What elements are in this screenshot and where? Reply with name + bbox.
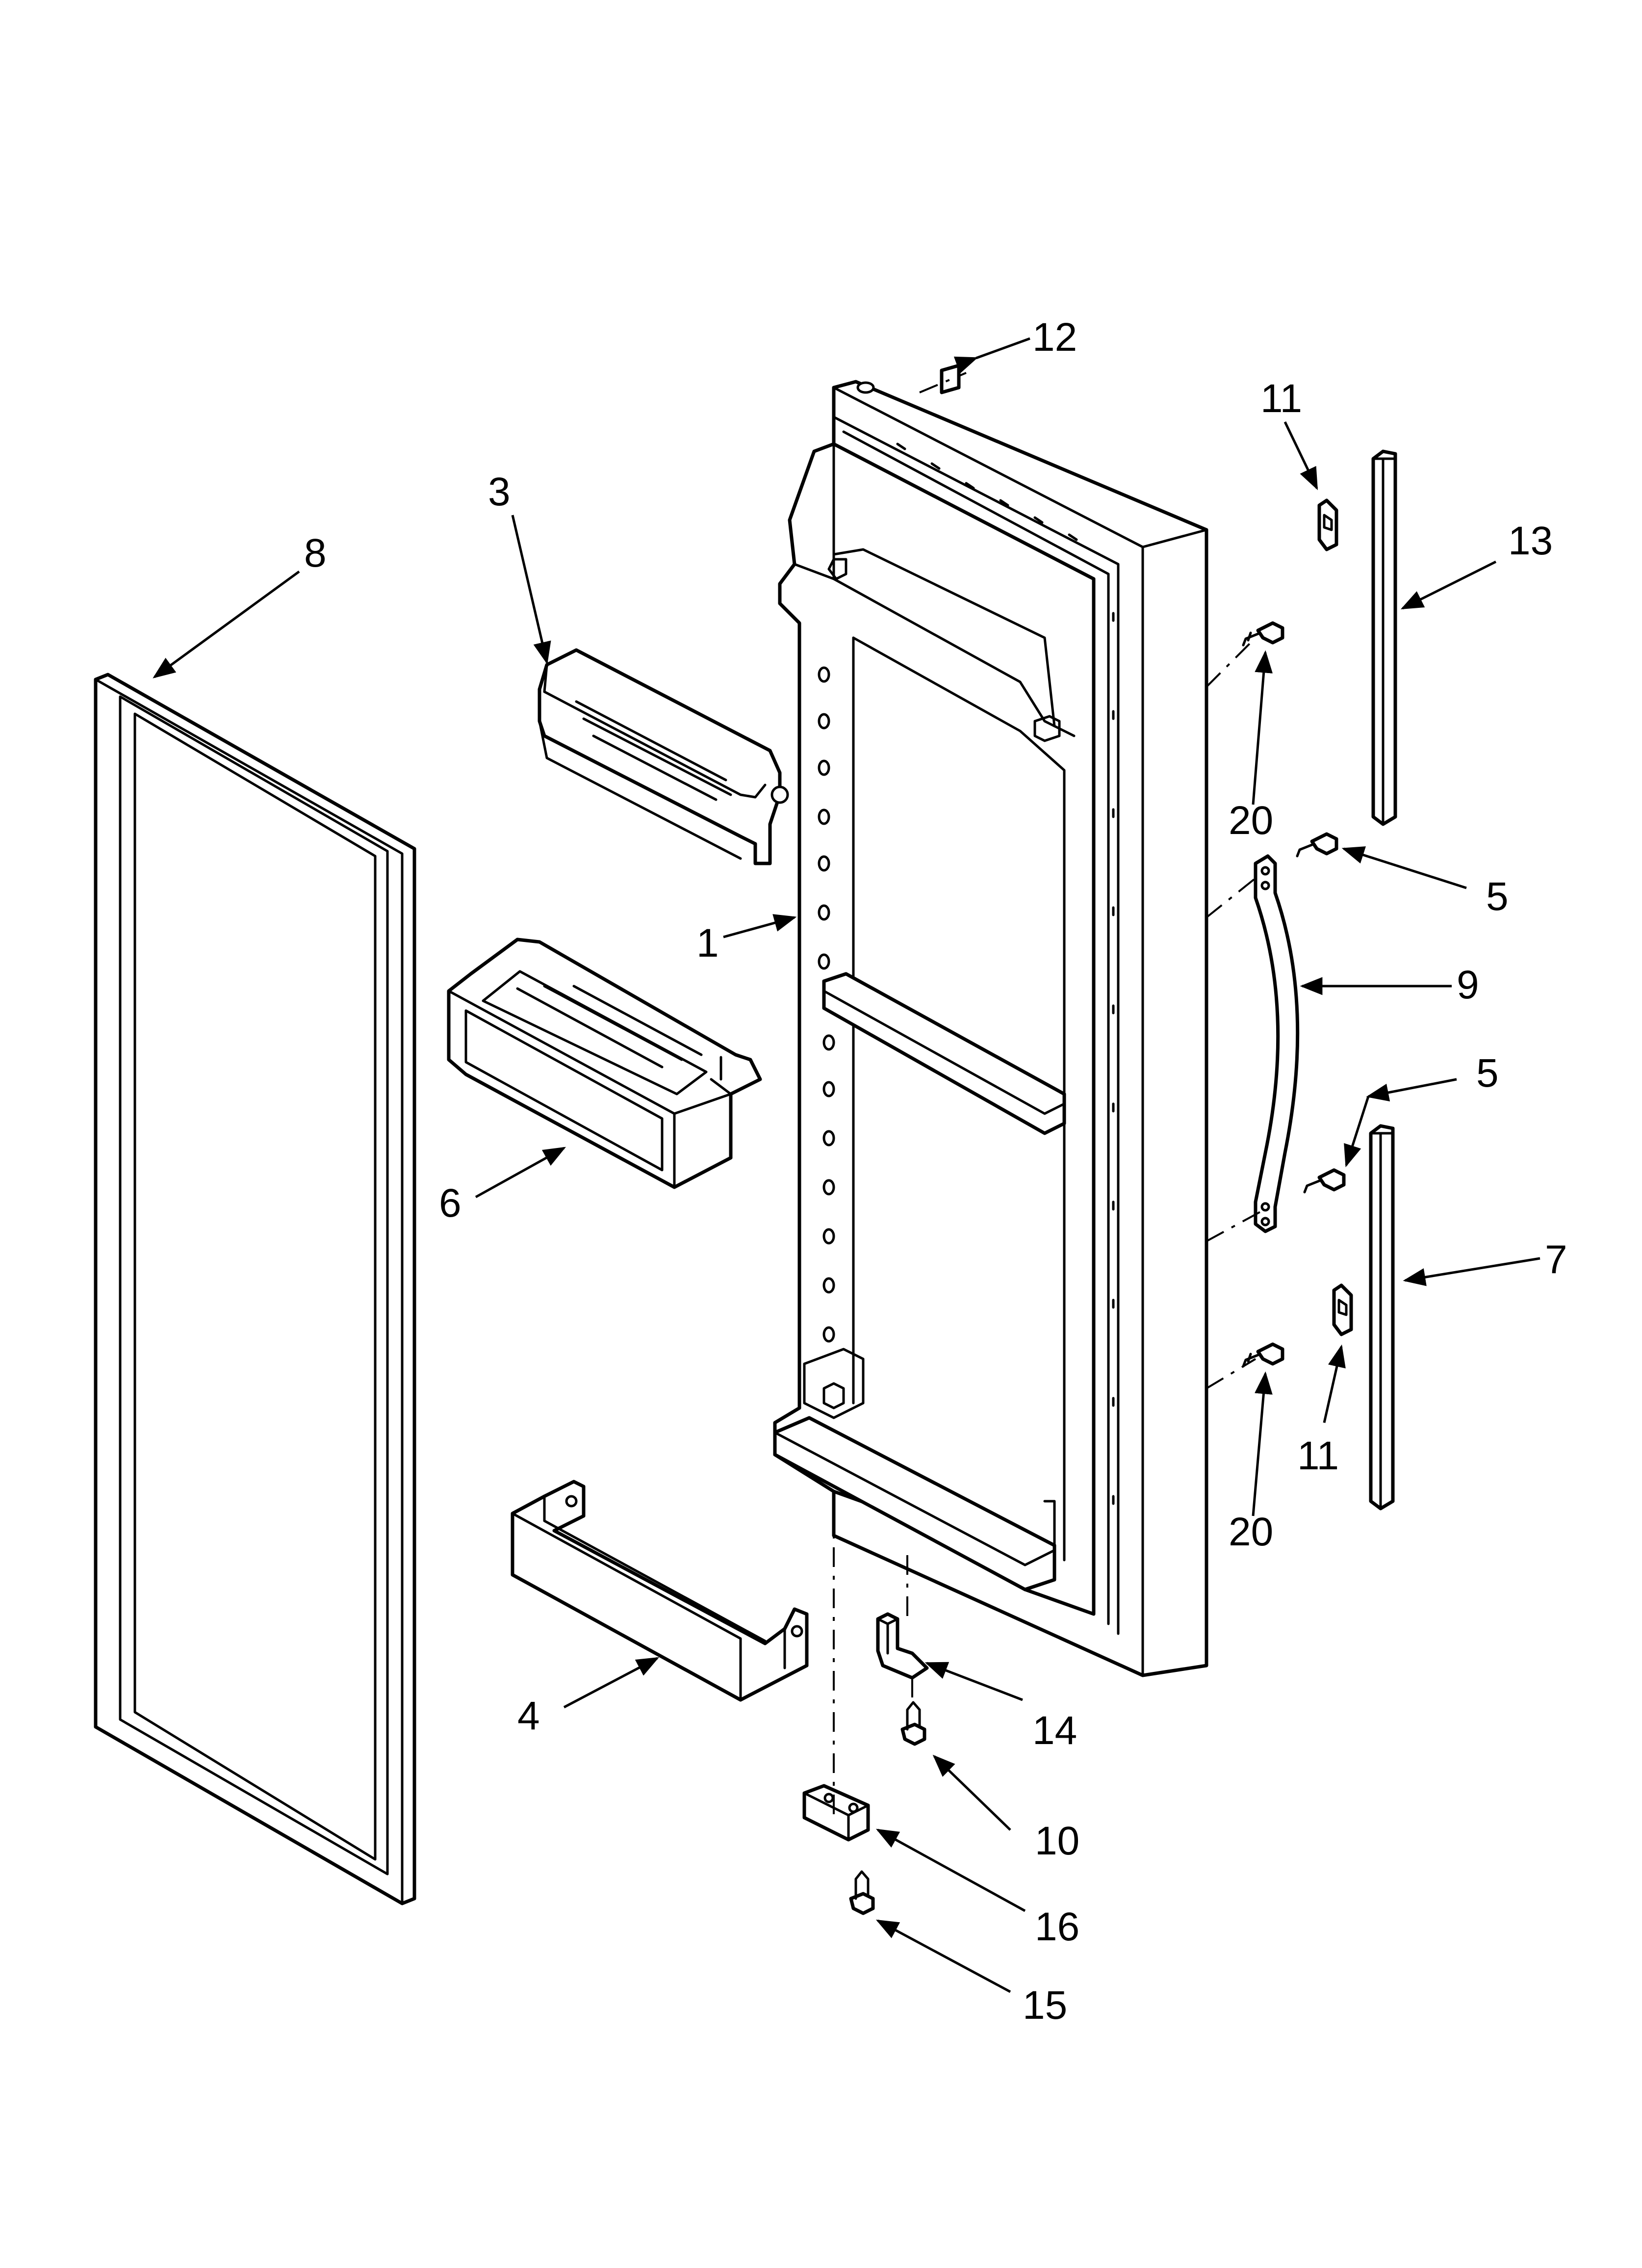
callout-9: 9 [1457,963,1479,1007]
callout-5-lower: 5 [1476,1051,1499,1095]
screw-20-lower [1242,1342,1284,1368]
screw-10-part [900,1701,926,1746]
callout-16: 16 [1035,1904,1079,1949]
callout-12: 12 [1032,315,1077,360]
screw-20-upper [1242,621,1284,647]
lower-door-trim-part [1369,1124,1395,1511]
door-shelf-rail-part [511,1480,809,1702]
trim-clip-upper-part [1317,498,1338,551]
upper-door-trim-part [1371,449,1397,826]
door-bin-part [447,938,762,1189]
door-handle-part [1254,854,1300,1233]
hinge-bracket-part [802,1784,870,1842]
callout-13: 13 [1508,519,1553,563]
callout-6: 6 [439,1181,462,1225]
label-12-part [940,364,961,394]
callout-7: 7 [1545,1237,1567,1282]
screw-15-part [849,1870,875,1915]
dairy-compartment-door-part [538,648,789,865]
callout-20-upper: 20 [1229,798,1273,843]
door-shelf-adjustment-holes [818,666,835,1343]
callout-leaders [153,337,1540,1993]
callout-labels: 12 3 8 1 6 4 11 13 20 5 9 5 7 11 20 14 1… [304,315,1567,2028]
callout-11-upper: 11 [1260,376,1302,421]
door-assembly-part [773,380,1208,1677]
callout-4: 4 [517,1694,540,1738]
assembly-center-lines [833,372,1261,1815]
callout-20-lower: 20 [1229,1510,1273,1554]
callout-5-upper: 5 [1486,874,1509,919]
hinge-pin-part [876,1612,929,1680]
screw-5-lower [1303,1168,1346,1194]
callout-1: 1 [696,921,719,965]
callout-10: 10 [1035,1819,1079,1863]
trim-clip-lower-part [1332,1283,1353,1336]
door-gasket-part [94,673,416,1905]
callout-8: 8 [304,531,327,575]
callout-14: 14 [1032,1708,1077,1753]
callout-11-lower: 11 [1297,1434,1339,1478]
callout-3: 3 [488,469,511,514]
screw-5-upper [1296,832,1338,858]
callout-15: 15 [1023,1983,1067,2028]
